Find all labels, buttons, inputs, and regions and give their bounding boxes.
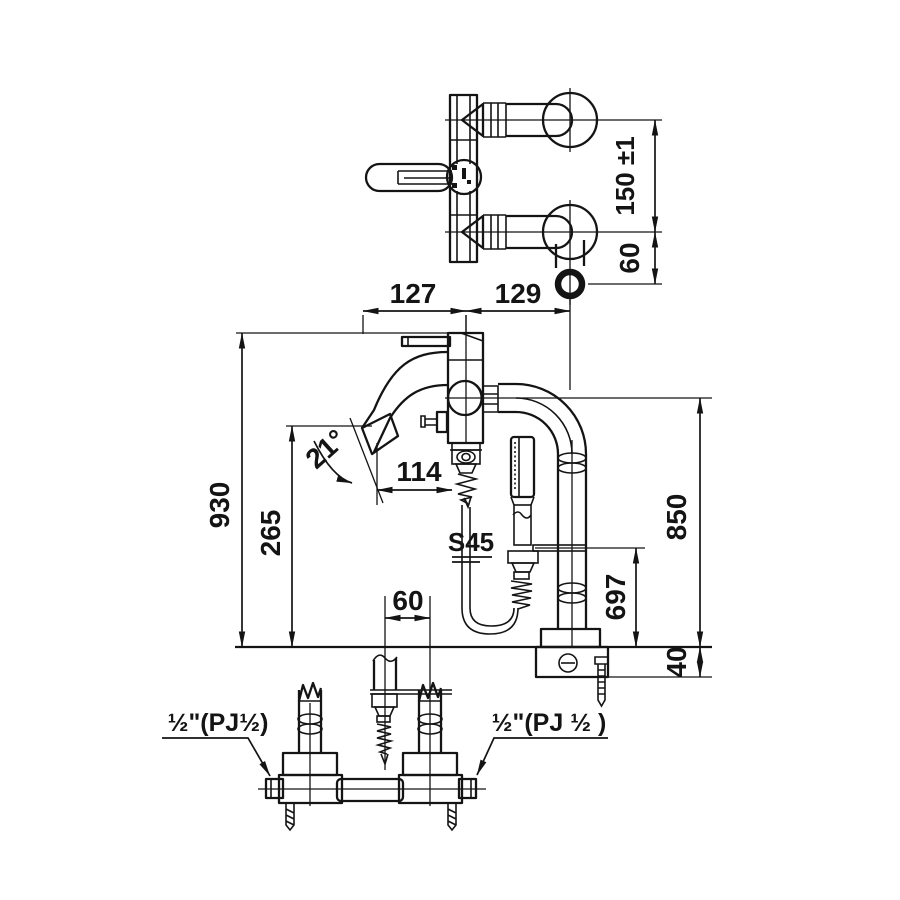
bottom-hose-fitting — [370, 654, 452, 767]
dim-total-height: 930 — [204, 482, 235, 529]
side-spout-top — [361, 350, 449, 429]
hose-inner — [469, 507, 515, 627]
plan-cartridge — [445, 158, 483, 196]
left-stud — [285, 802, 295, 832]
bottom-right-leg — [397, 681, 478, 832]
riser-unions — [557, 452, 587, 604]
dim-elbow-offset: 60 — [614, 242, 645, 273]
shower-hose-spring — [510, 580, 533, 610]
side-diverter — [420, 415, 438, 428]
bottom-left-leg — [264, 681, 344, 832]
angle-arc — [313, 440, 353, 484]
riser-base — [534, 627, 610, 708]
dim-base-height: 40 — [661, 646, 692, 677]
label-right-connection: ½"(PJ ½ ) — [492, 709, 607, 737]
side-outlet-neck — [450, 442, 482, 451]
label-left-connection: ½"(PJ½) — [168, 709, 269, 737]
dim-outlet-offset: 60 — [392, 585, 423, 616]
riser-outer — [498, 382, 588, 629]
riser-inner — [498, 410, 560, 629]
shower-holder-cup — [507, 550, 539, 564]
dim-wall-offset: 129 — [495, 278, 542, 309]
dim-holder-height: 697 — [600, 574, 631, 621]
side-spout-nozzle — [360, 412, 400, 456]
dim-spout-height: 265 — [255, 510, 286, 557]
side-handle — [400, 335, 452, 348]
dim-spout-angle: 21° — [300, 423, 352, 474]
hose-outer — [461, 505, 519, 635]
dim-pipe-spacing: 150 ±1 — [610, 136, 640, 215]
left-connection-leader — [162, 737, 271, 777]
right-connection-nut — [457, 777, 478, 800]
bottom-body-bar — [335, 777, 405, 803]
side-outlet-taper — [454, 463, 478, 474]
label-holder: S45 — [448, 527, 494, 557]
right-connection-leader — [476, 737, 608, 776]
front-view: 127 129 — [204, 278, 712, 708]
dim-outlet-reach: 114 — [396, 456, 442, 487]
dim-spout-reach: 127 — [390, 278, 437, 309]
right-stud — [447, 802, 457, 832]
left-connection-nut — [264, 777, 285, 800]
dim-riser-height: 850 — [661, 494, 692, 541]
anchor-bolt — [594, 656, 609, 708]
side-hose-spring — [453, 473, 480, 510]
side-spout-bottom — [372, 383, 449, 453]
plan-elbow-pipe — [554, 240, 586, 268]
bottom-view: ½"(PJ½) ½"(PJ ½ ) — [162, 650, 608, 832]
top-view: 150 ±1 60 — [364, 88, 662, 305]
